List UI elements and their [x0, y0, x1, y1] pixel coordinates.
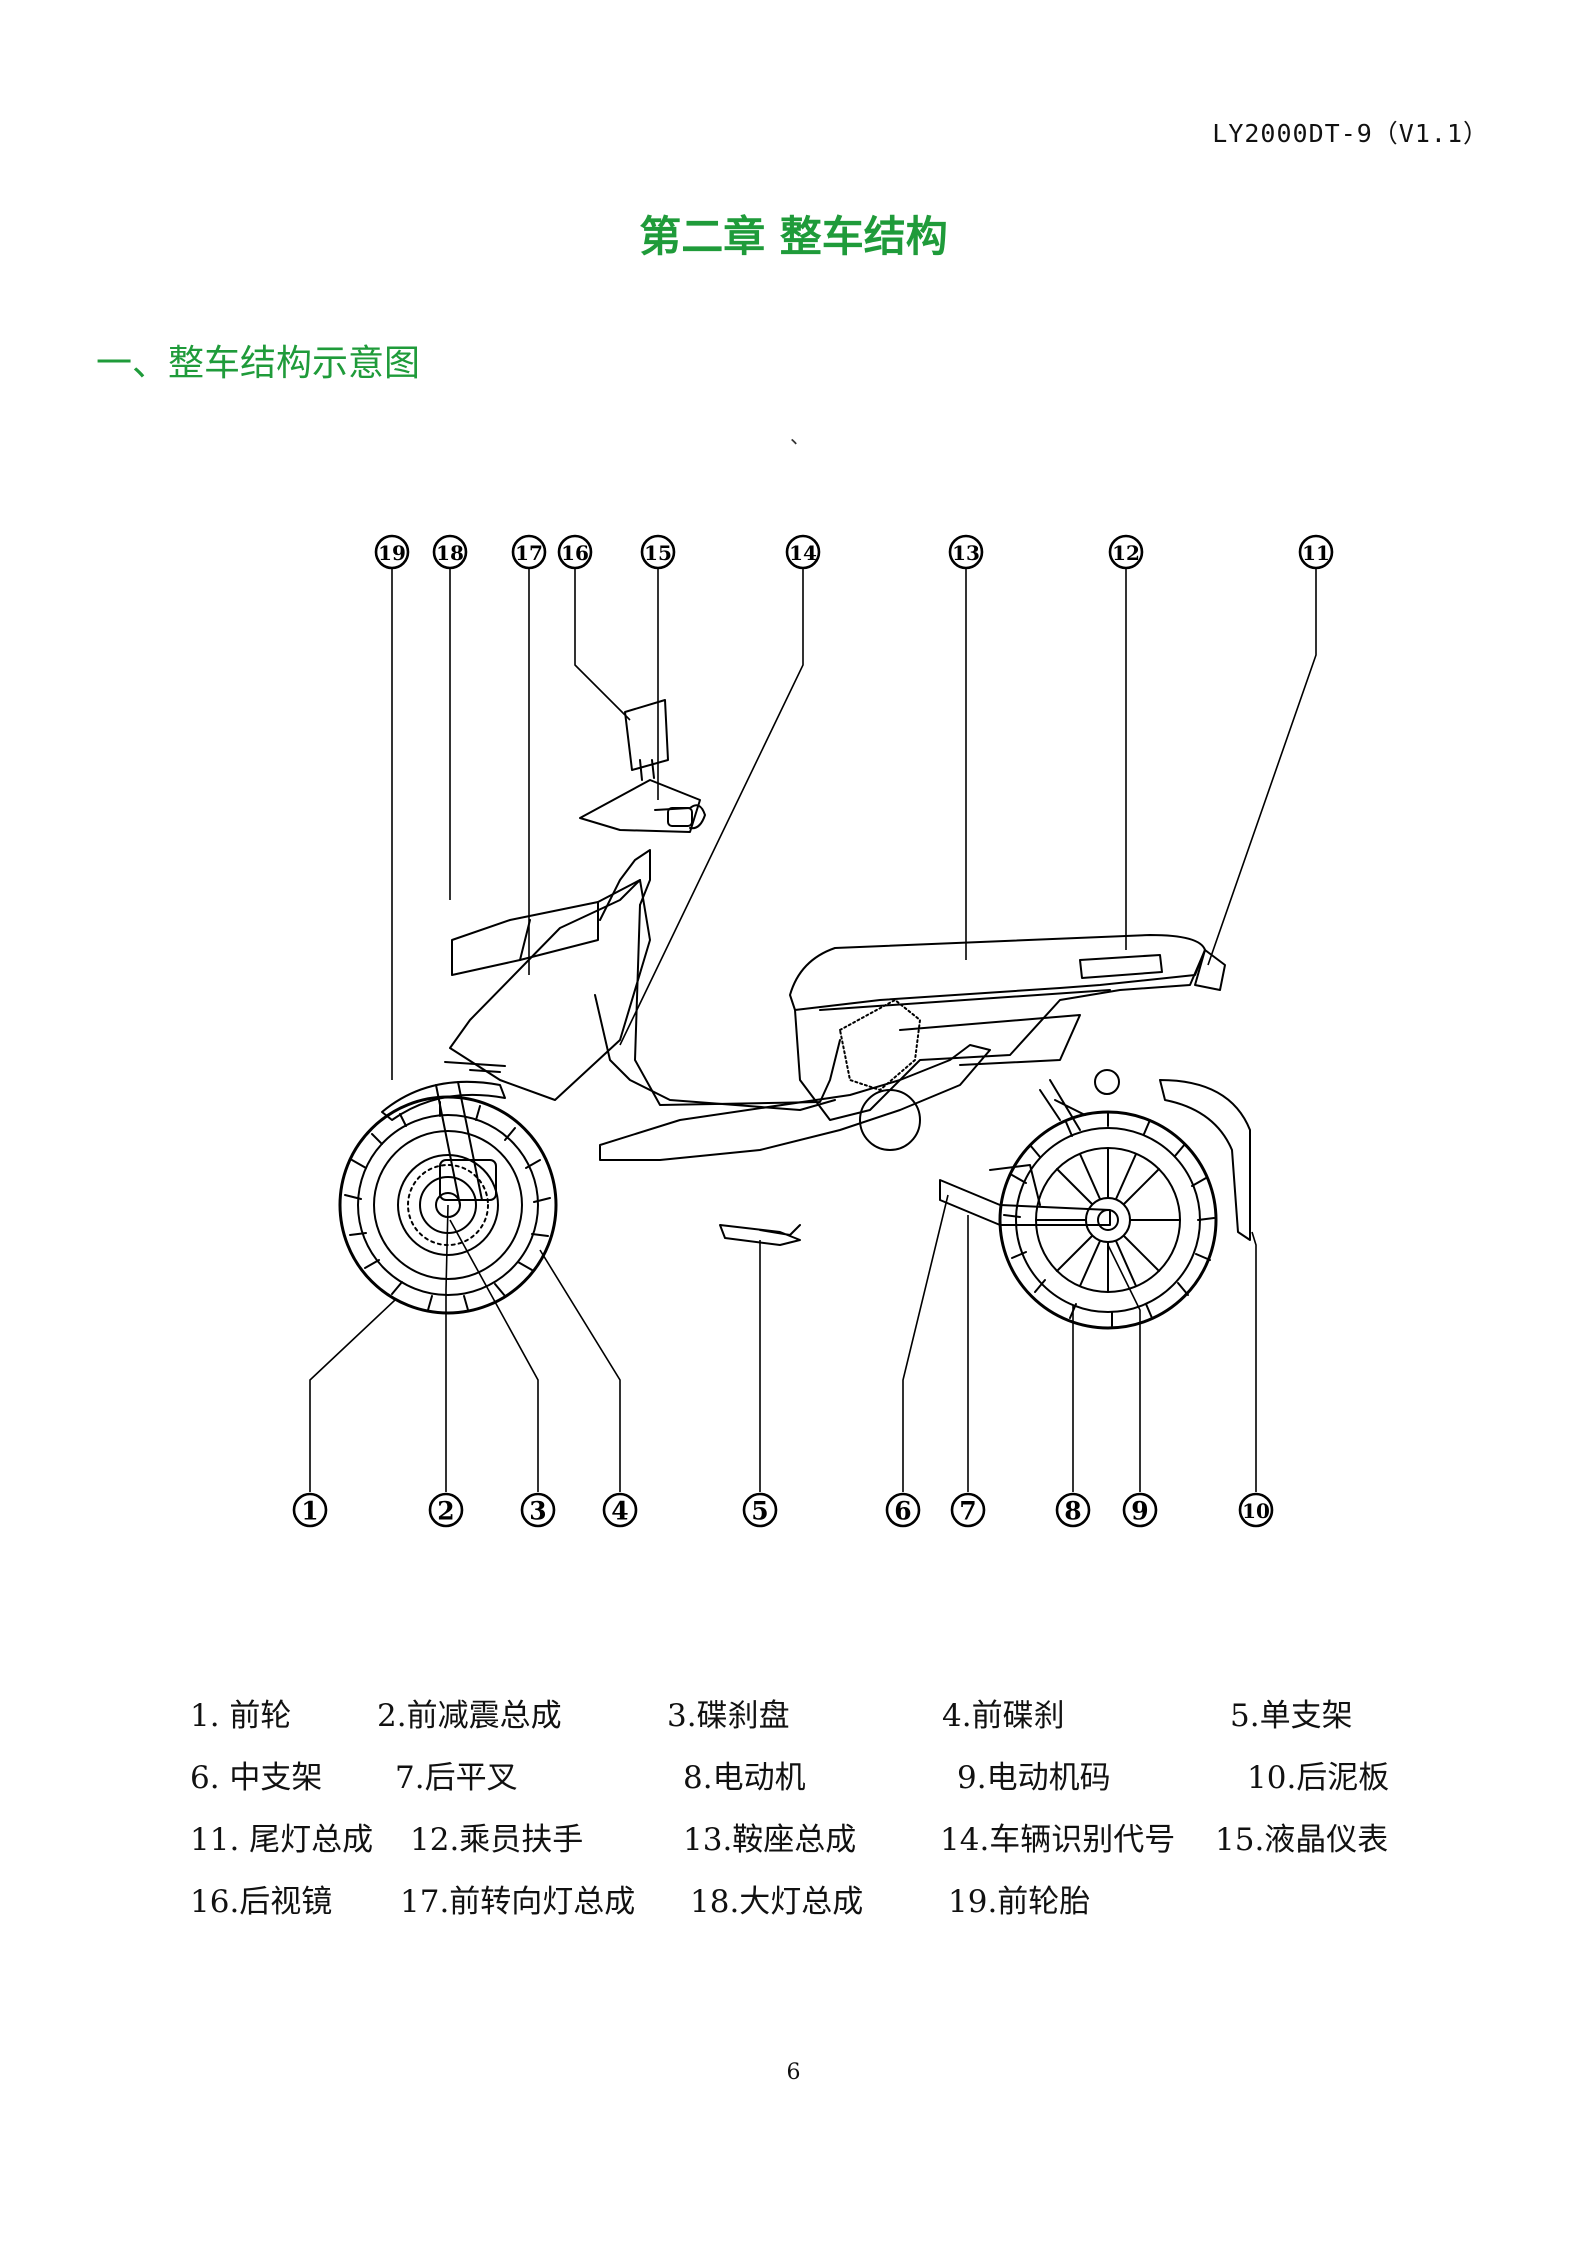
- legend-item: 1. 前轮: [190, 1698, 292, 1734]
- callout-label-13: 13: [952, 541, 980, 565]
- callout-16: [557, 534, 593, 570]
- legend-item: 18.大灯总成: [690, 1884, 864, 1920]
- callout-5: [742, 1492, 778, 1528]
- callout-3: [520, 1492, 556, 1528]
- callout-label-5: 5: [751, 1497, 768, 1526]
- callout-19: [374, 534, 410, 570]
- handlebar: [579, 779, 701, 833]
- legend-item: 14.车辆识别代号: [940, 1822, 1176, 1858]
- page-number: 6: [786, 2060, 801, 2085]
- legend-item: 13.鞍座总成: [683, 1822, 857, 1858]
- leader-lines: [309, 568, 1317, 1492]
- callout-label-17: 17: [515, 541, 543, 565]
- callout-label-1: 1: [301, 1497, 318, 1526]
- callout-11: [1298, 534, 1334, 570]
- legend-item: 17.前转向灯总成: [400, 1884, 636, 1920]
- legend-item: 9.电动机码: [957, 1760, 1111, 1796]
- callout-label-12: 12: [1112, 541, 1140, 565]
- callout-label-2: 2: [437, 1497, 454, 1526]
- rear-fender: [1159, 1079, 1251, 1241]
- callout-1: [292, 1492, 328, 1528]
- callout-9: [1122, 1492, 1158, 1528]
- scooter-drawing: [338, 699, 1251, 1330]
- document-code: LY2000DT-9（V1.1）: [1212, 119, 1489, 148]
- seat: [789, 934, 1206, 1011]
- legend-item: 3.碟刹盘: [667, 1698, 790, 1734]
- callout-18: [432, 534, 468, 570]
- swingarm: [939, 1179, 1111, 1226]
- callout-label-14: 14: [789, 541, 817, 565]
- callout-markers: [292, 534, 1334, 1528]
- callout-17: [511, 534, 547, 570]
- chapter-title: 第二章 整车结构: [639, 212, 948, 261]
- rear-wheel: [998, 1110, 1218, 1330]
- callout-numbers: 1 2 3 4 5 6 7 8 9 10 11 12 13 14 15 16 1…: [301, 541, 1330, 1526]
- callout-label-8: 8: [1064, 1497, 1081, 1526]
- section-heading: 一、整车结构示意图: [96, 343, 421, 384]
- front-wheel: [338, 1095, 558, 1315]
- callout-label-19: 19: [378, 541, 406, 565]
- callout-2: [428, 1492, 464, 1528]
- legend-item: 6. 中支架: [190, 1760, 323, 1796]
- callout-10: [1238, 1492, 1274, 1528]
- legend-item: 12.乘员扶手: [410, 1822, 584, 1858]
- rear-shock: [1039, 1079, 1086, 1131]
- legend-item: 7.后平叉: [395, 1760, 518, 1796]
- callout-label-4: 4: [611, 1497, 628, 1526]
- callout-7: [950, 1492, 986, 1528]
- taillight: [1194, 949, 1226, 991]
- callout-15: [640, 534, 676, 570]
- scooter-structure-diagram: 1 2 3 4 5 6 7 8 9 10 11 12 13 14 15 16 1…: [292, 534, 1334, 1528]
- legend-item: 11. 尾灯总成: [190, 1822, 374, 1858]
- callout-label-3: 3: [529, 1497, 546, 1526]
- callout-14: [785, 534, 821, 570]
- callout-label-10: 10: [1242, 1499, 1270, 1523]
- callout-label-9: 9: [1131, 1497, 1148, 1526]
- callout-13: [948, 534, 984, 570]
- callout-label-18: 18: [436, 541, 464, 565]
- steering-column: [599, 849, 651, 921]
- legend-item: 4.前碟刹: [942, 1698, 1065, 1734]
- callout-label-15: 15: [644, 541, 672, 565]
- callout-4: [602, 1492, 638, 1528]
- legend-item: 8.电动机: [683, 1760, 806, 1796]
- rear-body: [794, 949, 1206, 1121]
- legend-item: 15.液晶仪表: [1215, 1822, 1389, 1858]
- floorboard: [594, 994, 836, 1111]
- legend-item: 19.前轮胎: [948, 1884, 1091, 1920]
- legend-item: 5.单支架: [1230, 1698, 1353, 1734]
- front-body: [449, 879, 651, 1101]
- callout-label-16: 16: [561, 541, 589, 565]
- callout-12: [1108, 534, 1144, 570]
- legend-item: 16.后视镜: [190, 1884, 333, 1920]
- callout-label-11: 11: [1302, 541, 1330, 565]
- callout-6: [885, 1492, 921, 1528]
- stray-mark: 、: [790, 424, 810, 448]
- legend-item: 2.前减震总成: [377, 1698, 562, 1734]
- callout-label-6: 6: [894, 1497, 911, 1526]
- callout-label-7: 7: [959, 1497, 976, 1526]
- front-fender: [381, 1080, 506, 1121]
- kickstand: [719, 1224, 801, 1246]
- front-fork: [435, 1061, 506, 1206]
- mirror: [624, 699, 669, 781]
- callout-8: [1055, 1492, 1091, 1528]
- legend-item: 10.后泥板: [1247, 1760, 1390, 1796]
